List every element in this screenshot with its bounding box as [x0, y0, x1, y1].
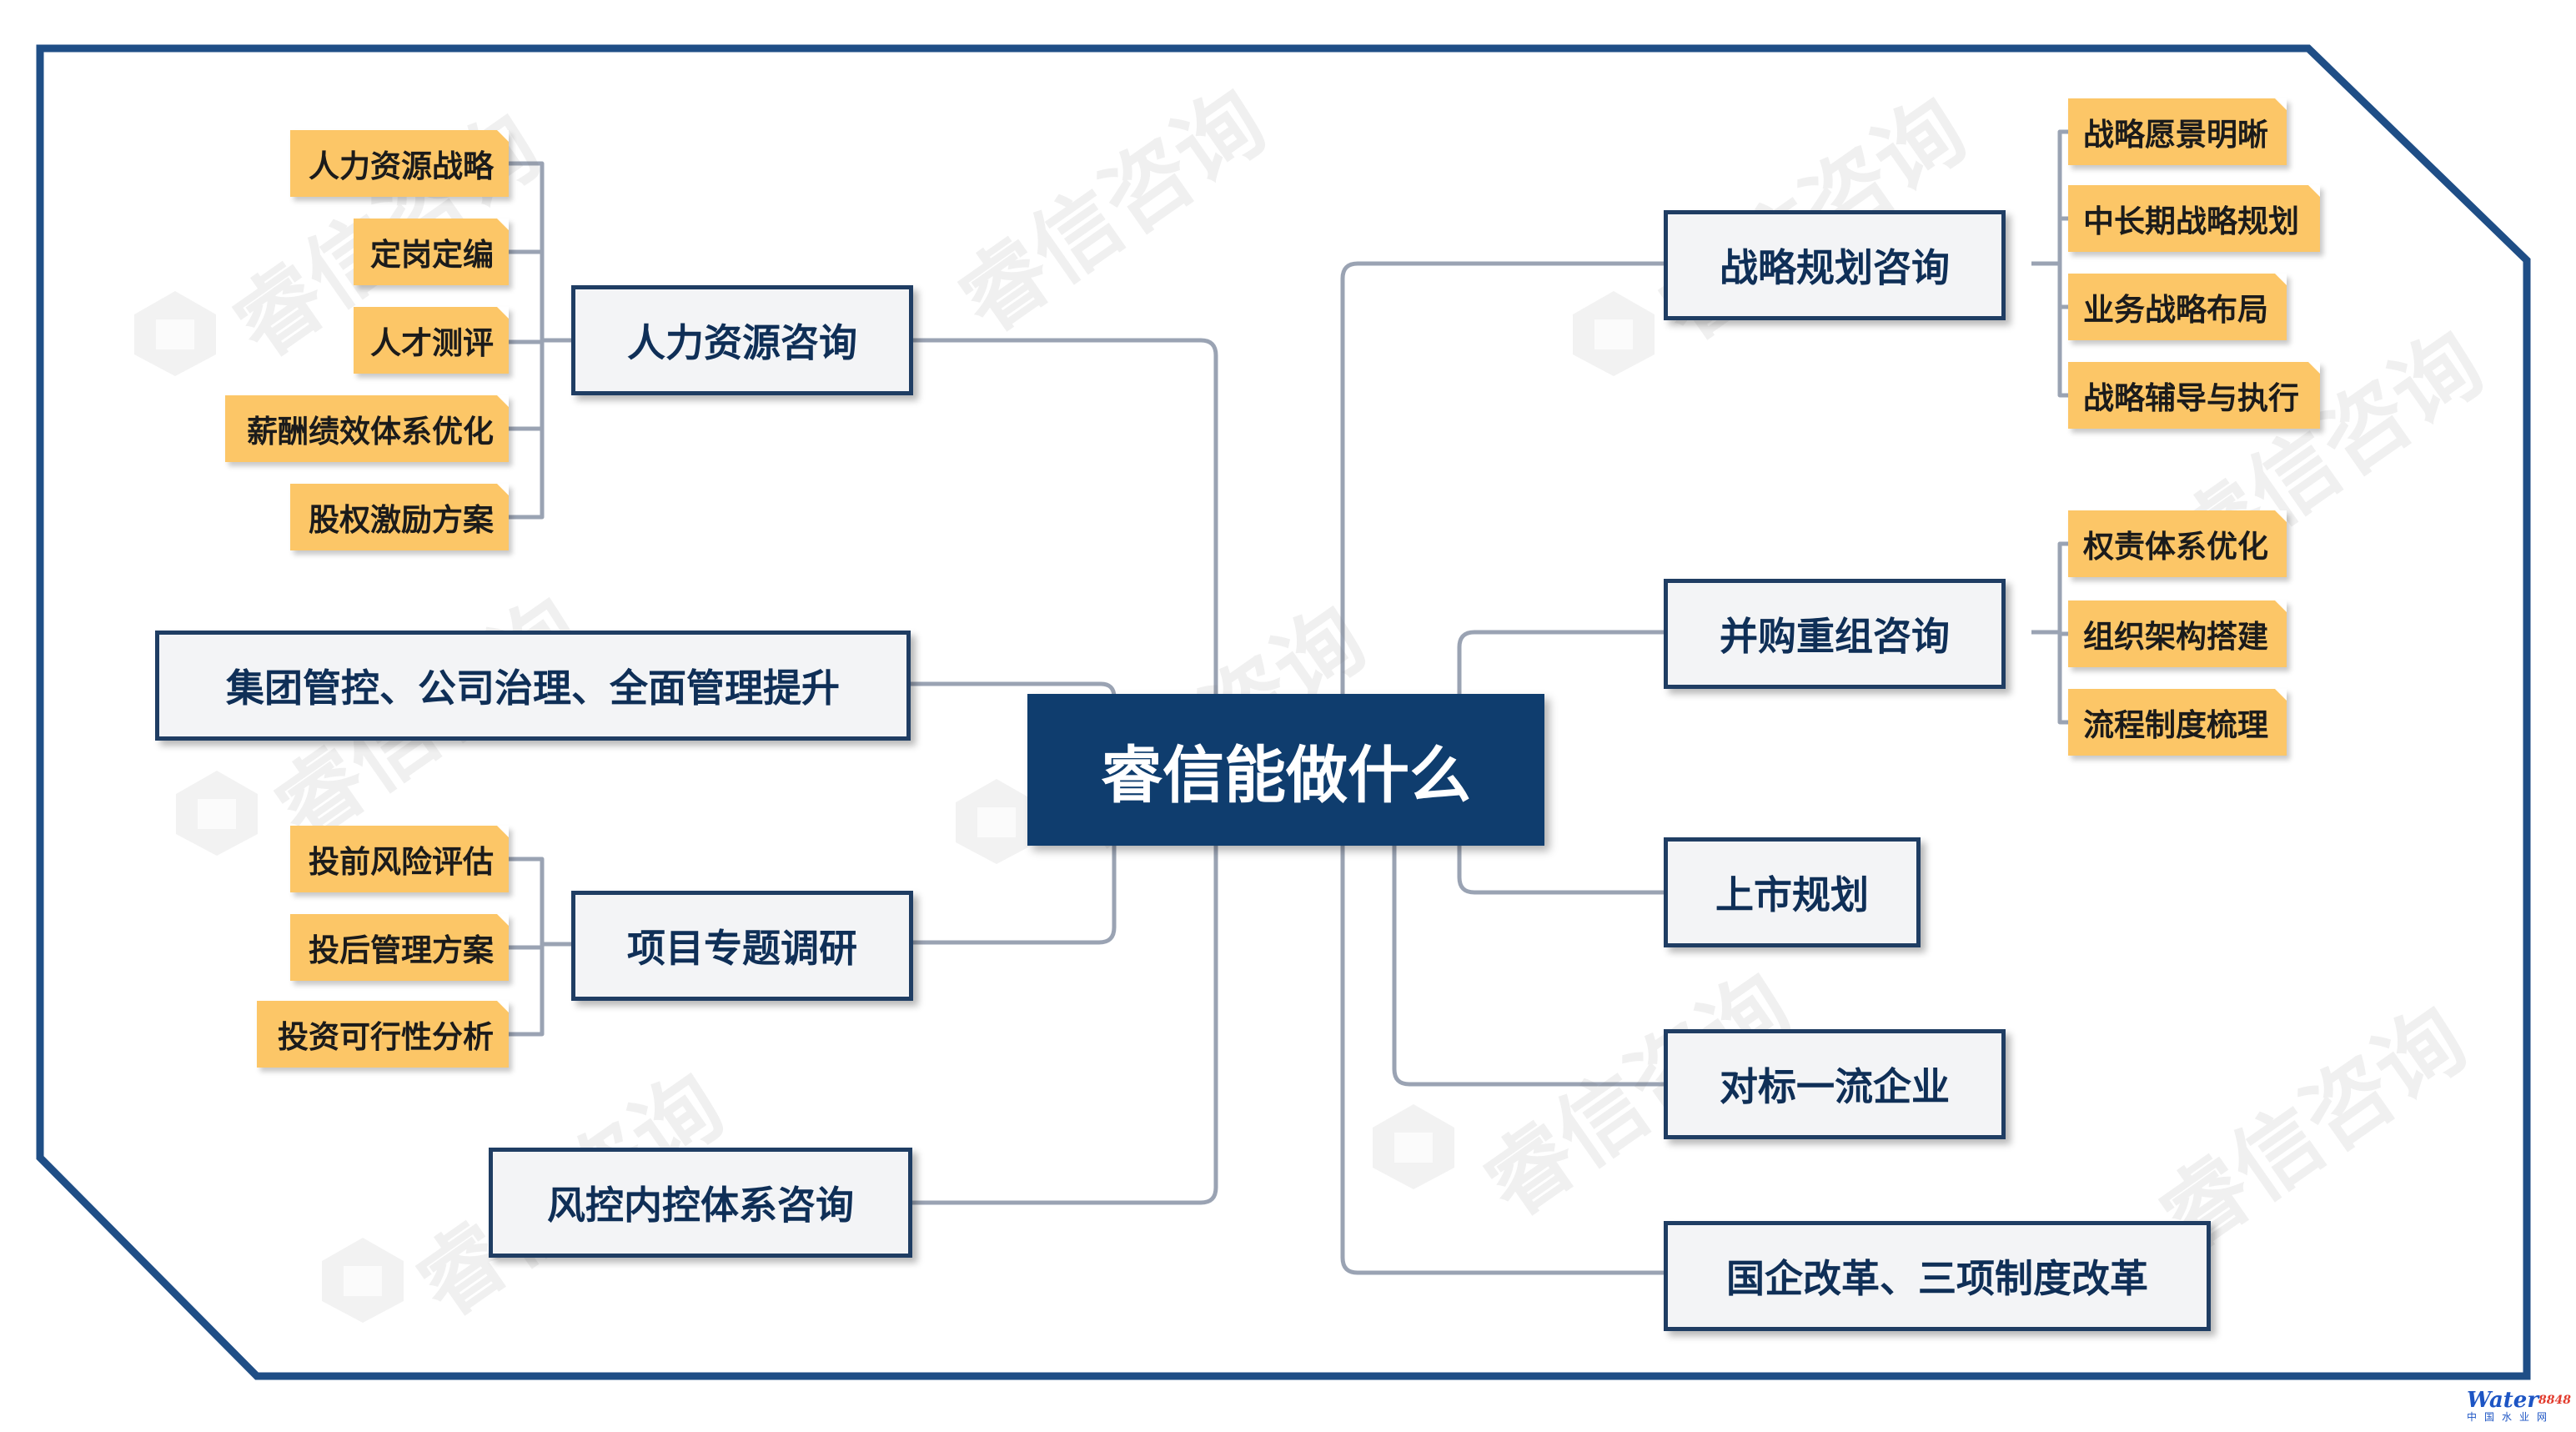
leaf-fold	[497, 826, 509, 837]
leaf-label: 股权激励方案	[309, 502, 494, 538]
leaf-project-prerisk: 投前风险评估	[290, 826, 509, 892]
leaf-fold	[497, 219, 509, 230]
leaf-label: 投后管理方案	[309, 932, 494, 968]
corner-logo-brand: Water8848	[2467, 1389, 2572, 1411]
leaf-hr-compensation: 薪酬绩效体系优化	[225, 395, 509, 462]
leaf-fold	[2275, 510, 2287, 522]
node-ipo-planning: 上市规划	[1664, 837, 1921, 947]
leaf-fold	[497, 484, 509, 495]
leaf-label: 中长期战略规划	[2083, 203, 2299, 239]
leaf-ma-organization: 组织架构搭建	[2068, 600, 2287, 667]
center-node: 睿信能做什么	[1027, 694, 1544, 846]
node-group-control: 集团管控、公司治理、全面管理提升	[155, 631, 911, 741]
leaf-fold	[2275, 689, 2287, 701]
leaf-hr-staffing: 定岗定编	[354, 219, 509, 285]
node-benchmark: 对标一流企业	[1664, 1029, 2006, 1139]
leaf-label: 流程制度梳理	[2083, 707, 2268, 743]
node-hr-consulting: 人力资源咨询	[571, 285, 913, 395]
leaf-fold	[497, 130, 509, 142]
node-project-research: 项目专题调研	[571, 891, 913, 1001]
leaf-hr-strategy: 人力资源战略	[290, 130, 509, 197]
leaf-label: 薪酬绩效体系优化	[247, 414, 494, 450]
leaf-fold	[497, 1001, 509, 1012]
leaf-label: 战略辅导与执行	[2083, 380, 2299, 416]
node-ma-restructuring: 并购重组咨询	[1664, 579, 2006, 689]
leaf-label: 定岗定编	[370, 237, 494, 273]
leaf-fold	[497, 914, 509, 926]
corner-logo-sub: 中国水业网	[2467, 1411, 2555, 1423]
leaf-fold	[2308, 185, 2320, 197]
leaf-label: 组织架构搭建	[2083, 619, 2268, 655]
leaf-ma-authority: 权责体系优化	[2068, 510, 2287, 577]
leaf-fold	[2275, 274, 2287, 285]
leaf-label: 投前风险评估	[309, 844, 494, 880]
leaf-label: 投资可行性分析	[278, 1019, 494, 1055]
corner-logo-brand-text: Water	[2467, 1388, 2539, 1413]
leaf-fold	[2275, 600, 2287, 612]
leaf-project-postmgmt: 投后管理方案	[290, 914, 509, 981]
node-strategy-planning: 战略规划咨询	[1664, 210, 2006, 320]
leaf-project-feasibility: 投资可行性分析	[257, 1001, 509, 1068]
leaf-fold	[2308, 362, 2320, 374]
leaf-strategy-longterm: 中长期战略规划	[2068, 185, 2320, 252]
leaf-label: 人力资源战略	[309, 148, 494, 184]
leaf-hr-equity: 股权激励方案	[290, 484, 509, 550]
node-soe-reform: 国企改革、三项制度改革	[1664, 1221, 2211, 1331]
leaf-label: 人才测评	[370, 325, 494, 361]
leaf-ma-process: 流程制度梳理	[2068, 689, 2287, 756]
corner-logo-number: 8848	[2538, 1394, 2572, 1407]
node-risk-control: 风控内控体系咨询	[489, 1148, 912, 1258]
leaf-strategy-business: 业务战略布局	[2068, 274, 2287, 340]
leaf-strategy-vision: 战略愿景明晰	[2068, 98, 2287, 165]
leaf-label: 权责体系优化	[2083, 529, 2268, 565]
leaf-fold	[2275, 98, 2287, 110]
leaf-fold	[497, 307, 509, 319]
leaf-hr-assessment: 人才测评	[354, 307, 509, 374]
leaf-strategy-execution: 战略辅导与执行	[2068, 362, 2320, 429]
leaf-label: 业务战略布局	[2083, 292, 2268, 328]
leaf-label: 战略愿景明晰	[2083, 117, 2268, 153]
corner-logo: Water8848 中国水业网	[2467, 1389, 2572, 1428]
leaf-fold	[497, 395, 509, 407]
